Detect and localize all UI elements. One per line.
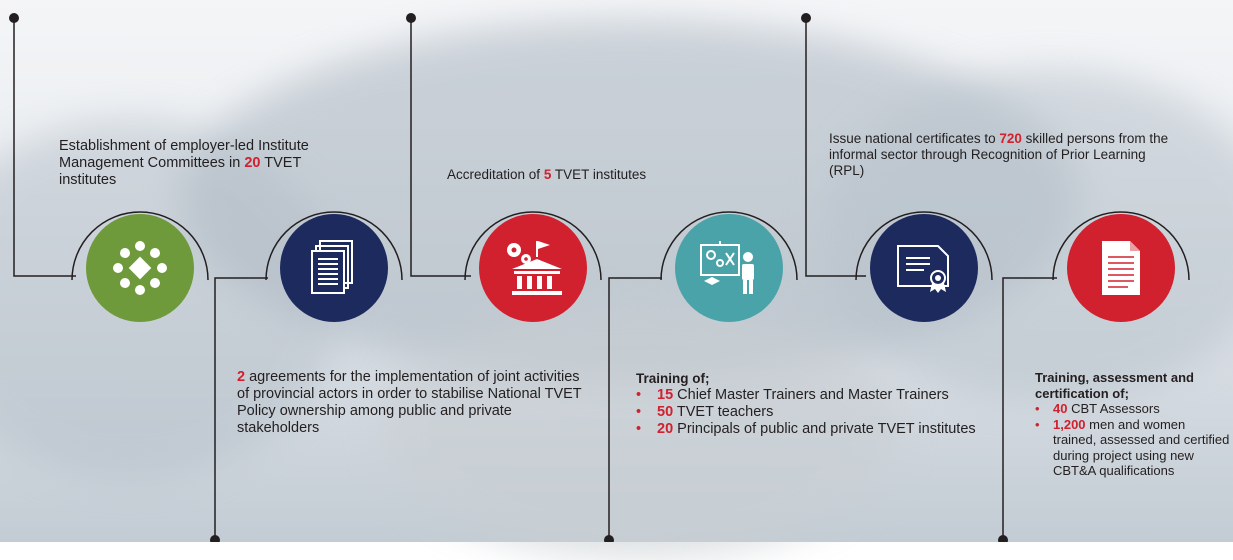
- bullet-number: 1,200: [1053, 416, 1086, 432]
- milestone-5-number: 720: [999, 131, 1022, 146]
- milestone-1-number: 20: [244, 155, 261, 171]
- bullet-text: men and women trained, assessed and cert…: [1053, 416, 1230, 479]
- list-item: 20 Principals of public and private TVET…: [636, 421, 976, 438]
- milestone-text-4: Training of; 15 Chief Master Trainers an…: [636, 370, 976, 438]
- people-circle-icon: [113, 241, 167, 295]
- milestone-4-list: 15 Chief Master Trainers and Master Trai…: [636, 387, 976, 438]
- milestone-6-heading: Training, assessment and certification o…: [1035, 370, 1194, 401]
- milestone-text-2: 2 agreements for the implementation of j…: [237, 369, 592, 437]
- bullet-number: 20: [657, 421, 674, 437]
- milestone-circle-1: [86, 214, 194, 322]
- milestone-text-3: Accreditation of 5 TVET institutes: [447, 166, 707, 183]
- milestone-3-text-before: Accreditation of: [447, 167, 544, 182]
- milestone-circle-6: [1067, 214, 1175, 322]
- bullet-number: 15: [657, 387, 674, 403]
- milestone-circle-3: [479, 214, 587, 322]
- gears-building-icon: [507, 241, 562, 295]
- bullet-text: Principals of public and private TVET in…: [673, 421, 976, 437]
- milestone-text-5: Issue national certificates to 720 skill…: [829, 131, 1169, 179]
- list-item: 50 TVET teachers: [636, 404, 976, 421]
- milestone-5-text-after: skilled persons from the informal sector…: [829, 131, 1169, 178]
- milestone-circle-5: [870, 214, 978, 322]
- list-item: 40 CBT Assessors: [1035, 401, 1231, 417]
- bullet-text: Chief Master Trainers and Master Trainer…: [673, 387, 949, 403]
- bullet-number: 50: [657, 404, 674, 420]
- trainer-presentation-icon: [700, 241, 754, 294]
- milestone-1-text-after: TVET institutes: [59, 155, 302, 188]
- milestone-6-list: 40 CBT Assessors 1,200 men and women tra…: [1035, 401, 1231, 479]
- certificate-icon: [897, 245, 949, 293]
- milestone-3-text-after: TVET institutes: [551, 167, 647, 182]
- timeline-connectors: [9, 13, 1190, 542]
- bullet-number: 40: [1053, 401, 1068, 416]
- bullet-text: CBT Assessors: [1067, 401, 1160, 416]
- milestone-2-number: 2: [237, 369, 246, 385]
- milestone-2-text-after: agreements for the implementation of joi…: [237, 369, 582, 436]
- milestone-circle-4: [675, 214, 783, 322]
- milestone-5-text-before: Issue national certificates to: [829, 131, 1000, 146]
- list-item: 1,200 men and women trained, assessed an…: [1035, 417, 1231, 479]
- milestone-circle-2: [280, 214, 388, 322]
- milestone-1-text-before: Establishment of employer-led Institute …: [59, 138, 309, 171]
- documents-icon: [311, 240, 353, 294]
- milestone-text-6: Training, assessment and certification o…: [1035, 370, 1231, 479]
- bullet-text: TVET teachers: [673, 404, 774, 420]
- list-item: 15 Chief Master Trainers and Master Trai…: [636, 387, 976, 404]
- document-page-icon: [1102, 241, 1140, 295]
- milestone-3-number: 5: [543, 167, 552, 182]
- milestone-text-1: Establishment of employer-led Institute …: [59, 138, 349, 189]
- milestone-4-heading: Training of;: [636, 371, 710, 386]
